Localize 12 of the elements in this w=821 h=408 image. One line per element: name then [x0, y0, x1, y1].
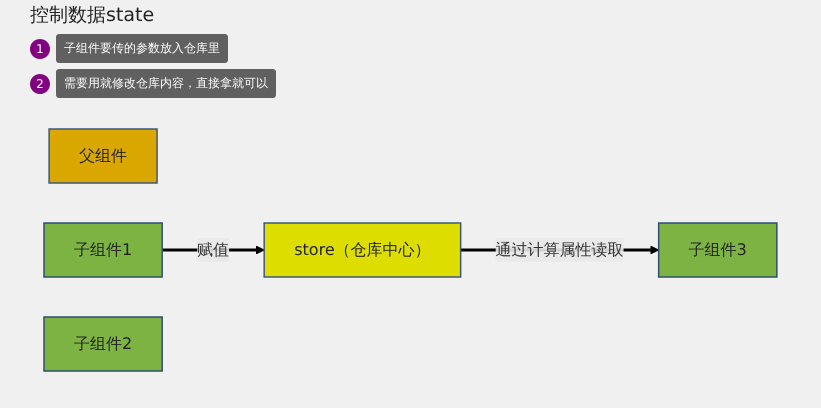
node-box: 父组件 [48, 128, 158, 184]
node-box: store（仓库中心） [263, 222, 461, 278]
diagram-title: 控制数据state [30, 3, 154, 28]
edge-label: 通过计算属性读取 [495, 240, 624, 259]
node-box: 子组件2 [42, 316, 163, 372]
node-box: 子组件3 [657, 222, 778, 278]
tooltip-note: 需要用就修改仓库内容，直接拿就可以 [56, 69, 276, 98]
callout-number: 1 [30, 38, 50, 58]
callout-number: 2 [30, 74, 50, 94]
node-box: 子组件1 [42, 222, 163, 278]
tooltip-note: 子组件要传的参数放入仓库里 [56, 34, 228, 63]
edge-label: 赋值 [196, 240, 229, 259]
